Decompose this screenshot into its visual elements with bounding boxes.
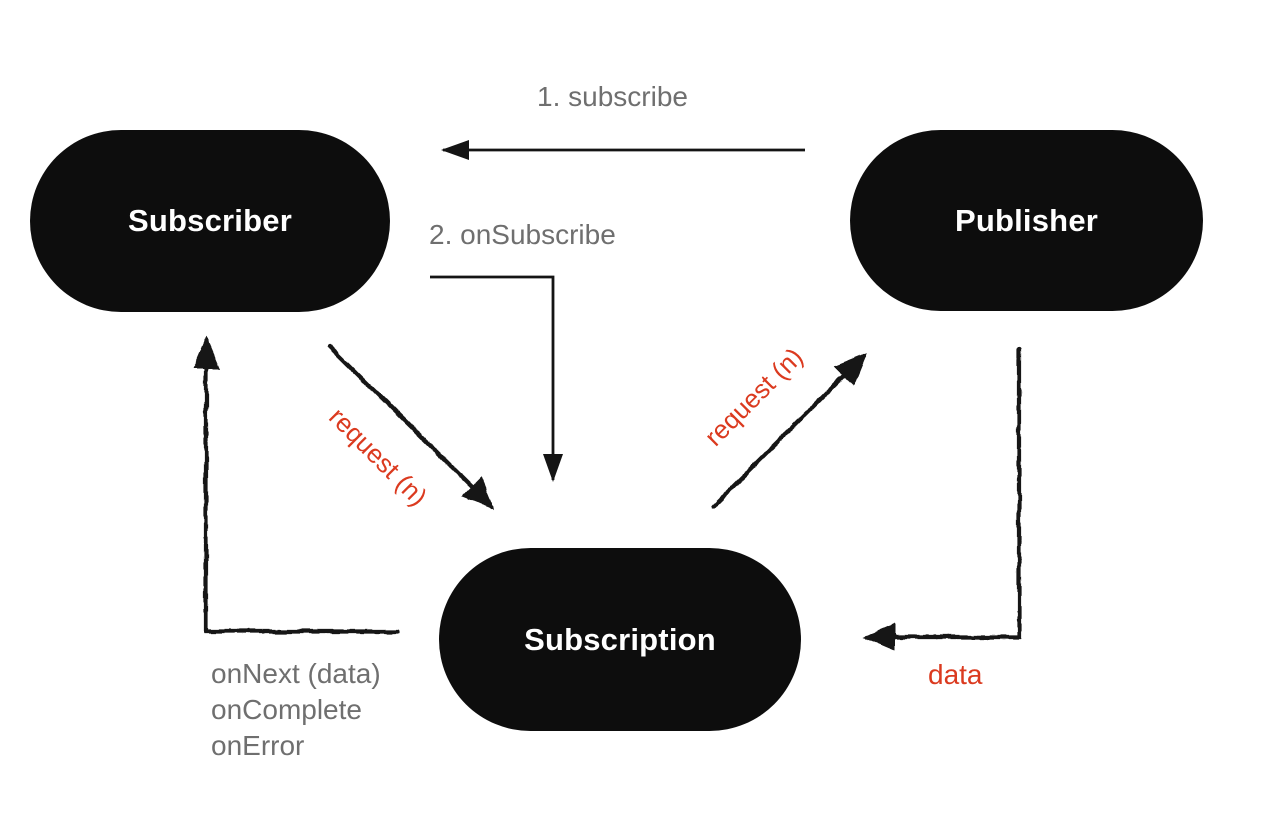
on-subscribe-arrow <box>430 275 563 482</box>
on-complete-label: onComplete <box>211 694 362 725</box>
node-subscriber-label: Subscriber <box>128 203 292 238</box>
node-subscriber: Subscriber <box>30 130 390 312</box>
on-next-label: onNext (data) <box>211 658 381 689</box>
request-right-arrow <box>710 353 867 509</box>
data-label: data <box>928 659 983 690</box>
on-subscribe-label: 2. onSubscribe <box>429 219 616 250</box>
callbacks-arrow <box>192 336 401 634</box>
node-subscription: Subscription <box>439 548 801 731</box>
request-left-arrow <box>327 344 495 510</box>
callbacks-label-group: onNext (data) onComplete onError <box>211 656 381 764</box>
on-error-label: onError <box>211 730 305 761</box>
node-publisher-label: Publisher <box>954 202 1099 238</box>
data-arrow <box>862 347 1022 651</box>
node-subscription-label: Subscription <box>524 621 716 657</box>
subscribe-label: 1. subscribe <box>537 81 688 112</box>
node-publisher: Publisher <box>850 130 1203 311</box>
